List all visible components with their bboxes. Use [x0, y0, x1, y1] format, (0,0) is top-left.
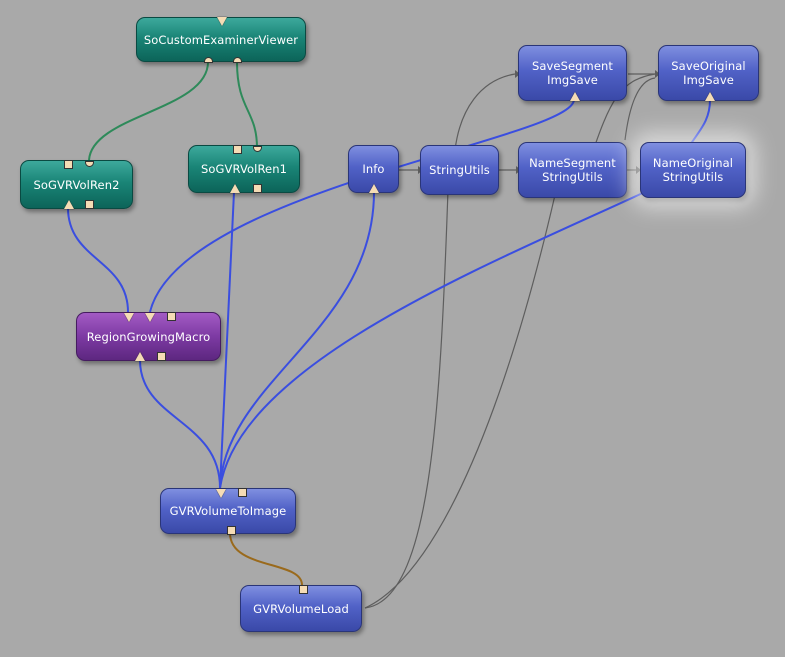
output-port[interactable] — [253, 184, 262, 193]
gvr-volume-to-image-module[interactable]: GVRVolumeToImage — [160, 488, 296, 535]
info-module[interactable]: Info — [348, 145, 399, 193]
input-port[interactable] — [216, 489, 226, 498]
output-port[interactable] — [64, 200, 74, 209]
region-growing-macro-module[interactable]: RegionGrowingMacro — [76, 312, 221, 361]
output-port[interactable] — [230, 184, 240, 193]
image-connection-nameoriginal-to-volumetoimage — [219, 184, 661, 489]
module-label: RegionGrowingMacro — [86, 329, 211, 344]
string-utils-module[interactable]: StringUtils — [420, 145, 499, 195]
base-connection-load-to-volumetoimage — [229, 532, 303, 586]
output-port[interactable] — [369, 184, 379, 193]
save-original-module[interactable]: SaveOriginal ImgSave — [658, 45, 759, 101]
gvr-volume-load-module[interactable]: GVRVolumeLoad — [240, 585, 362, 632]
module-label: NameOriginal StringUtils — [652, 156, 734, 184]
input-port[interactable] — [233, 145, 242, 154]
inventor-connection-viewer-to-volren1 — [236, 61, 258, 149]
output-port[interactable] — [227, 526, 236, 535]
output-port[interactable] — [85, 200, 94, 209]
input-port[interactable] — [85, 161, 94, 167]
image-connection-savesegment-to-regiongrowing — [149, 99, 575, 313]
image-connection-volren2-to-regiongrowing — [67, 207, 129, 313]
module-label: StringUtils — [429, 163, 490, 177]
input-port[interactable] — [167, 312, 176, 321]
input-port[interactable] — [217, 17, 227, 26]
image-connection-volren1-to-volumetoimage — [219, 191, 235, 489]
param-connection-load-to-namesegment — [364, 194, 556, 609]
input-port[interactable] — [570, 92, 580, 101]
output-port[interactable] — [233, 57, 242, 63]
input-port[interactable] — [299, 585, 308, 594]
param-connection-load-to-stringutils — [364, 189, 449, 609]
inventor-connection-viewer-to-volren2 — [88, 61, 209, 161]
module-label: SoCustomExaminerViewer — [143, 32, 299, 47]
output-port[interactable] — [135, 352, 145, 361]
module-label: SoGVRVolRen2 — [33, 177, 120, 192]
image-connection-saveoriginal-to-nameoriginal — [689, 99, 711, 146]
module-label: SaveOriginal ImgSave — [671, 59, 746, 87]
so-gvr-vol-ren1-module[interactable]: SoGVRVolRen1 — [188, 145, 300, 193]
so-custom-examiner-viewer-module[interactable]: SoCustomExaminerViewer — [136, 17, 306, 63]
save-segment-module[interactable]: SaveSegment ImgSave — [518, 45, 627, 101]
module-label: GVRVolumeLoad — [253, 601, 349, 616]
image-connection-regiongrowing-to-volumetoimage — [139, 359, 221, 489]
param-connection-nameoriginal-to-saveoriginal — [624, 77, 656, 141]
input-port[interactable] — [253, 146, 262, 152]
input-port[interactable] — [124, 313, 134, 322]
input-port[interactable] — [145, 313, 155, 322]
input-port[interactable] — [705, 92, 715, 101]
module-label: Info — [362, 162, 385, 176]
module-label: NameSegment StringUtils — [529, 156, 616, 184]
param-connection-stringutils-to-savesegment — [454, 73, 516, 151]
so-gvr-vol-ren2-module[interactable]: SoGVRVolRen2 — [20, 160, 133, 209]
module-label: SaveSegment ImgSave — [531, 59, 614, 87]
image-connection-info-to-volumetoimage — [219, 191, 375, 489]
input-port[interactable] — [64, 160, 73, 169]
name-segment-module[interactable]: NameSegment StringUtils — [518, 142, 627, 198]
output-port[interactable] — [157, 352, 166, 361]
module-label: SoGVRVolRen1 — [200, 162, 288, 176]
module-label: GVRVolumeToImage — [169, 504, 287, 518]
output-port[interactable] — [204, 57, 213, 63]
name-original-module[interactable]: NameOriginal StringUtils — [640, 142, 746, 198]
input-port[interactable] — [238, 488, 247, 497]
